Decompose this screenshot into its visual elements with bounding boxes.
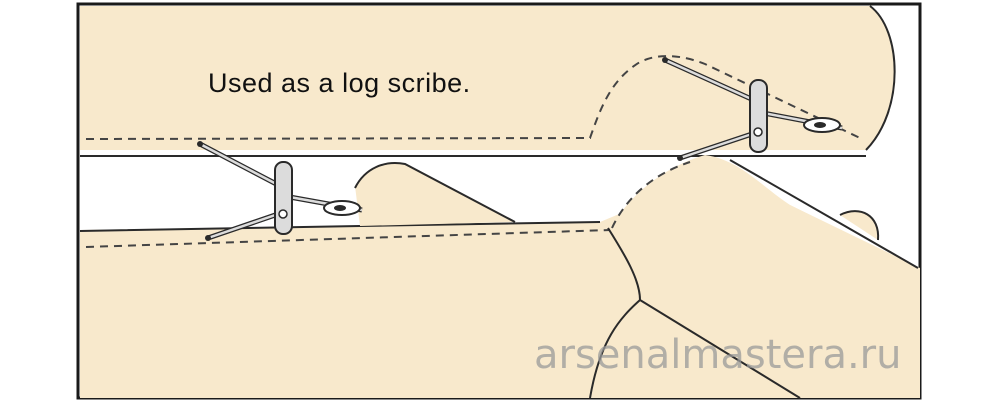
scriber-right-lower-arm-fill bbox=[679, 130, 759, 160]
scriber-right-lower-tip bbox=[677, 155, 683, 161]
crossing-log-seam bbox=[639, 299, 801, 399]
crossing-log-cap bbox=[839, 210, 880, 241]
notch-log bbox=[354, 162, 516, 226]
scriber-left bbox=[197, 141, 363, 241]
scriber-right-upper-tip bbox=[662, 57, 668, 63]
scriber-left-bubble bbox=[334, 205, 346, 211]
upper-log bbox=[80, 5, 896, 157]
upper-log-end-outline bbox=[865, 5, 896, 151]
diagram-caption: Used as a log scribe. bbox=[208, 68, 471, 98]
notch-log-outline bbox=[354, 162, 516, 223]
scriber-left-upper-tip bbox=[197, 141, 203, 147]
scriber-right-upper-arm-fill bbox=[664, 58, 759, 104]
scriber-left-body bbox=[274, 161, 293, 235]
notch-log-body bbox=[355, 162, 515, 226]
crossing-log-left-edge bbox=[589, 227, 642, 399]
scriber-left-upper-arm-fill bbox=[199, 142, 285, 190]
lower-scribe-line bbox=[85, 229, 611, 248]
crossing-log-top-edge bbox=[729, 159, 919, 269]
scriber-right bbox=[662, 57, 843, 161]
scriber-right-pivot bbox=[753, 127, 763, 137]
crossing-log-end bbox=[611, 161, 691, 229]
site-watermark: arsenalmastera.ru bbox=[534, 332, 901, 378]
scriber-left-lower-tip bbox=[205, 235, 211, 241]
scriber-right-bubble bbox=[814, 122, 826, 128]
crossing-log bbox=[589, 155, 920, 399]
scriber-left-pivot bbox=[278, 209, 288, 219]
scriber-right-body bbox=[749, 79, 768, 153]
upper-scribe-line bbox=[85, 55, 861, 140]
upper-log-body bbox=[80, 6, 895, 150]
crossing-log-body bbox=[610, 155, 920, 398]
scriber-left-lower-arm-fill bbox=[207, 210, 285, 240]
